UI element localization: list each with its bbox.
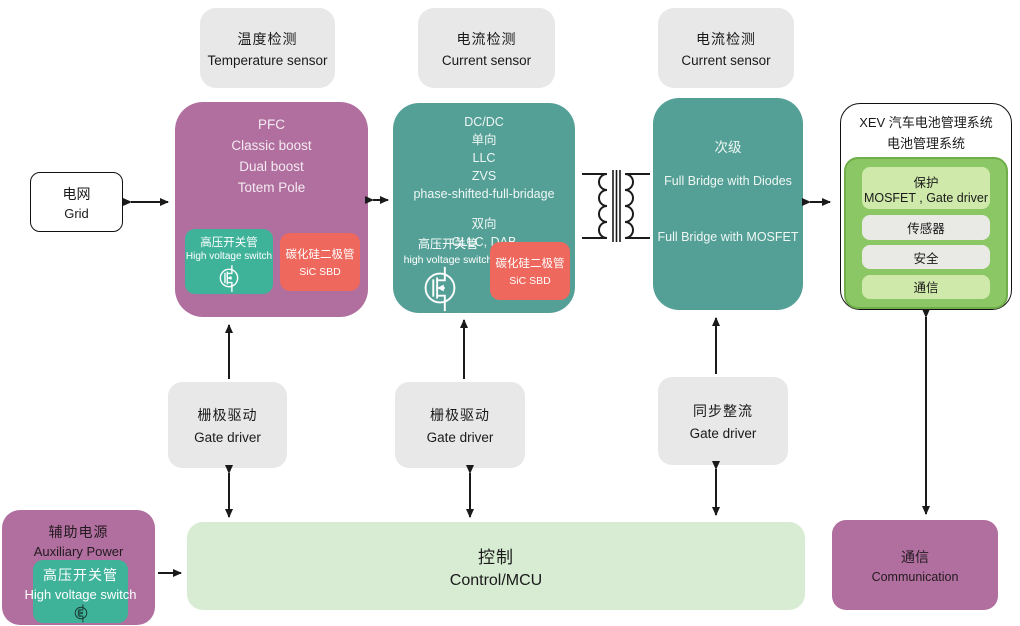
bms-block: XEV 汽车电池管理系统 电池管理系统 保护 MOSFET , Gate dri… [840,103,1012,310]
dcdc-line: LLC [472,151,496,165]
aux-power-label-zh: 辅助电源 [48,524,109,540]
bms-title-line1: XEV 汽车电池管理系统 [859,115,993,130]
bms-row-communication: 通信 [862,274,990,299]
bms-row-protection: 保护 MOSFET , Gate driver [862,167,990,209]
dcdc-line: ZVS [471,169,497,183]
aux-hv-switch-chip: 高压开关管 High voltage switch [25,560,137,623]
temperature-sensor-label-zh: 温度检测 [237,30,298,47]
pfc-hv-switch-chip: 高压开关管 High voltage switch [185,229,273,294]
bms-communication-label: 通信 [913,281,939,296]
dcdc-line: DC/DC [464,115,504,129]
dcdc-hv-label-zh: 高压开关管 [417,237,478,251]
bms-row-sensor: 传感器 [862,214,990,240]
control-label-en: Control/MCU [449,571,543,589]
aux-hv-label-en: High voltage switch [24,587,137,602]
bms-protection-sub: MOSFET , Gate driver [863,190,989,205]
gate-driver3-label-en: Gate driver [689,426,757,441]
gate-driver3-label-zh: 同步整流 [693,403,753,419]
current-sensor-box-secondary: 电流检测 Current sensor [658,8,794,88]
pfc-line: PFC [258,117,285,132]
grid-box: 电网 Grid [30,172,123,232]
comm-label-zh: 通信 [901,548,929,565]
control-label-zh: 控制 [478,547,514,567]
transformer-icon [582,170,650,242]
pfc-block: PFC Classic boost Dual boost Totem Pole … [175,102,368,317]
secondary-line2: Full Bridge with MOSFET [657,230,799,244]
temperature-sensor-label-en: Temperature sensor [207,52,328,68]
control-mcu-block: 控制 Control/MCU [187,522,805,610]
current-sensor2-label-en: Current sensor [681,52,771,68]
current-sensor-box-primary: 电流检测 Current sensor [418,8,555,88]
gate-driver2-label-zh: 栅极驱动 [430,407,490,423]
pfc-line: Totem Pole [237,180,306,195]
gate-driver-box-dcdc: 栅极驱动 Gate driver [395,382,525,468]
bms-protection-label: 保护 [913,175,939,190]
pfc-line: Classic boost [231,138,312,153]
pfc-line: Dual boost [239,159,304,174]
bms-title-line2: 电池管理系统 [886,136,965,151]
current-sensor-label-en: Current sensor [441,52,532,68]
bms-row-safety: 安全 [862,245,990,270]
dcdc-hv-label-en: high voltage switch [403,254,493,266]
mosfet-icon [74,604,87,623]
gate-driver1-label-zh: 栅极驱动 [197,407,258,423]
pfc-sic-label-en: SiC SBD [299,266,341,278]
dcdc-line: 双向 [471,217,497,231]
current-sensor-label-zh: 电流检测 [456,30,517,47]
aux-power-label-en: Auxiliary Power [33,544,124,559]
mosfet-icon [424,266,456,312]
aux-hv-label-zh: 高压开关管 [43,567,118,583]
dcdc-sic-label-en: SiC SBD [509,275,551,287]
bms-panel: 保护 MOSFET , Gate driver 传感器 安全 通信 [844,157,1008,309]
pfc-hv-label-en: High voltage switch [185,251,273,262]
dcdc-sic-sbd-chip: 碳化硅二极管 SiC SBD [490,242,570,300]
gate-driver-box-sync-rect: 同步整流 Gate driver [658,377,788,465]
secondary-line1: Full Bridge with Diodes [664,174,792,188]
grid-label-zh: 电网 [62,185,91,202]
pfc-sic-label-zh: 碳化硅二极管 [285,249,355,261]
bms-sensor-label: 传感器 [907,221,945,236]
secondary-block: 次级 Full Bridge with Diodes Full Bridge w… [653,98,803,310]
temperature-sensor-box: 温度检测 Temperature sensor [200,8,335,88]
secondary-title: 次级 [714,140,742,155]
pfc-hv-label-zh: 高压开关管 [200,237,258,249]
dcdc-line: phase-shifted-full-bridage [413,187,555,201]
pfc-sic-sbd-chip: 碳化硅二极管 SiC SBD [280,233,360,291]
aux-power-block: 辅助电源 Auxiliary Power 高压开关管 High voltage … [2,510,155,625]
comm-label-en: Communication [871,569,959,584]
dcdc-block: DC/DC 单向 LLC ZVS phase-shifted-full-brid… [393,103,575,313]
gate-driver2-label-en: Gate driver [426,430,494,445]
dcdc-sic-label-zh: 碳化硅二极管 [495,258,565,270]
gate-driver-box-pfc: 栅极驱动 Gate driver [168,382,287,468]
mosfet-icon [219,265,239,292]
bms-safety-label: 安全 [913,251,939,266]
communication-block: 通信 Communication [832,520,998,610]
dcdc-line: 单向 [471,133,497,147]
grid-label-en: Grid [64,205,89,221]
dcdc-hv-switch-label: 高压开关管 high voltage switch [395,235,501,266]
gate-driver1-label-en: Gate driver [194,430,261,445]
current-sensor2-label-zh: 电流检测 [696,30,756,47]
